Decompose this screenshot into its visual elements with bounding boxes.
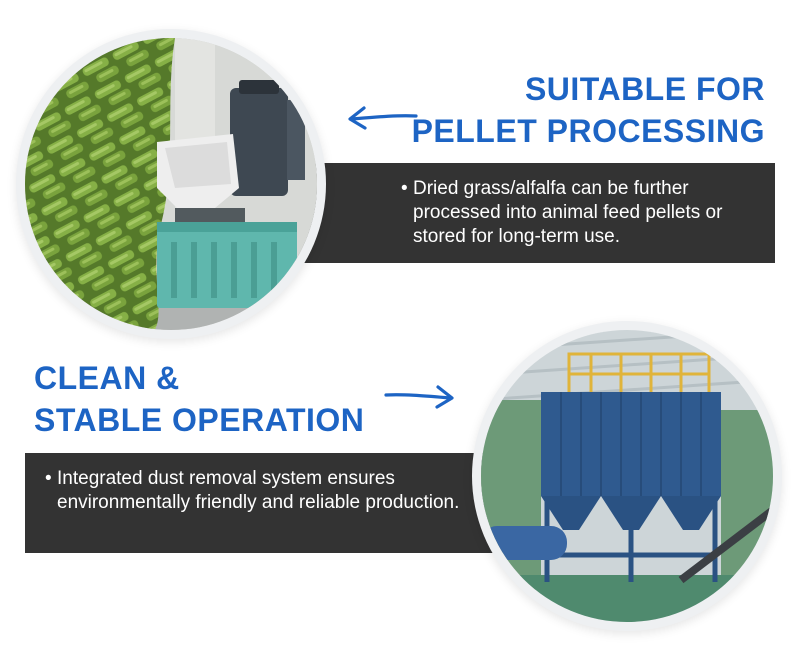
arrow-left-icon xyxy=(348,106,418,130)
pellet-mill-photo xyxy=(25,38,317,330)
description-box-dust-removal: • Integrated dust removal system ensures… xyxy=(25,453,525,553)
heading-clean-stable-operation: CLEAN & STABLE OPERATION xyxy=(34,357,364,441)
bullet-text: Integrated dust removal system ensures e… xyxy=(57,468,460,513)
description-box-pellet-processing: • Dried grass/alfalfa can be further pro… xyxy=(268,163,775,263)
bullet-dot: • xyxy=(45,468,52,489)
dust-collector-photo xyxy=(481,330,773,622)
arrow-right-icon xyxy=(384,385,454,409)
heading-line-2: STABLE OPERATION xyxy=(34,402,365,438)
heading-line-2: PELLET PROCESSING xyxy=(411,113,765,149)
bullet-text: Dried grass/alfalfa can be further proce… xyxy=(413,178,723,247)
bullet-dot: • xyxy=(401,178,408,199)
heading-line-1: CLEAN & xyxy=(34,360,180,396)
bullet-item: • Integrated dust removal system ensures… xyxy=(45,467,465,515)
heading-suitable-for-pellet-processing: SUITABLE FOR PELLET PROCESSING xyxy=(412,68,765,152)
heading-line-1: SUITABLE FOR xyxy=(524,71,765,107)
bullet-item: • Dried grass/alfalfa can be further pro… xyxy=(401,177,755,249)
